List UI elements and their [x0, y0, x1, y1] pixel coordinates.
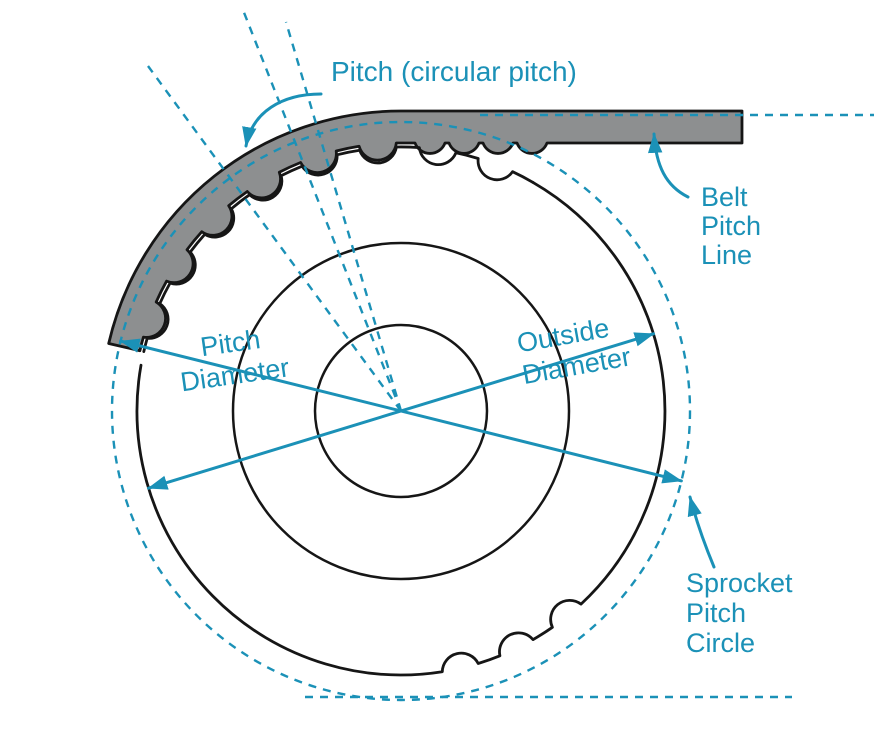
outside-diameter-arrow: [147, 332, 655, 490]
sprocket-pitch-circle-label-line3: Circle: [686, 628, 755, 658]
sprocket-pitch-circle-label: Sprocket Pitch Circle: [686, 568, 793, 658]
belt-pitch-line-leader-arrow: [647, 132, 690, 199]
belt-pitch-line-label: Belt Pitch Line: [701, 182, 761, 270]
pitch-angle-ray-left: [147, 65, 402, 412]
pitch-label: Pitch (circular pitch): [331, 56, 577, 87]
sprocket-pitch-circle-label-line2: Pitch: [686, 598, 746, 628]
outside-diameter-label: Outside Diameter: [515, 313, 633, 390]
belt-pitch-line-label-line1: Belt: [701, 182, 748, 212]
sprocket-pitch-circle-dashed: [110, 120, 692, 702]
belt-pitch-line-label-line2: Pitch: [701, 211, 761, 241]
timing-belt: [107, 109, 744, 353]
sprocket-tooth-edge: [142, 145, 535, 353]
sprocket-pitch-circle-label-line1: Sprocket: [686, 568, 793, 598]
sprocket-outline: [135, 181, 667, 677]
pitch-diameter-label: Pitch Diameter: [178, 324, 291, 397]
pitch-angle-ray-mid: [241, 9, 403, 412]
sprocket-pitch-circle-leader-arrow: [687, 495, 716, 569]
belt-pitch-line-label-line3: Line: [701, 240, 752, 270]
pitch-leader-arrow: [242, 92, 323, 148]
